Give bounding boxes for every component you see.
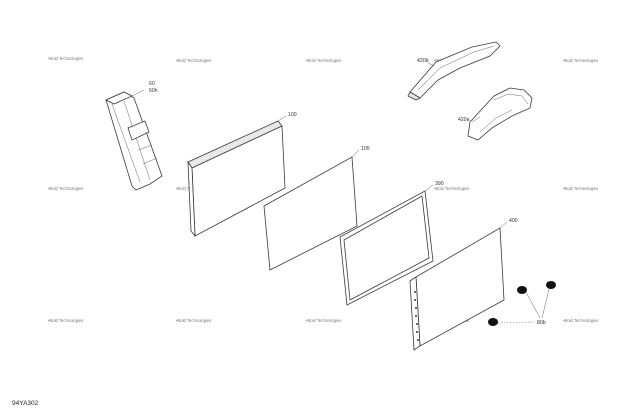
watermark: •Bold Technologies <box>176 318 211 323</box>
watermark: •Bold Technologies <box>48 56 83 61</box>
part-panel-390: 390 <box>339 181 444 306</box>
part-pillar-60: 60 60h <box>105 81 163 191</box>
callout-420a: 420a <box>458 117 470 123</box>
callout-400: 400 <box>509 218 518 224</box>
watermark: •Bold Technologies <box>563 186 598 191</box>
callout-60: 60 <box>149 81 155 87</box>
watermark: •Bold Technologies <box>563 318 598 323</box>
part-plugs-80b: 80b <box>488 281 556 326</box>
part-panel-105: 105 <box>263 146 370 271</box>
watermark: •Bold Technologies <box>176 58 211 63</box>
callout-100: 100 <box>288 112 297 118</box>
watermark: •Bold Technologies <box>48 186 83 191</box>
part-trim-420a: 420a <box>458 87 533 141</box>
part-trim-420b: 420b <box>407 41 501 101</box>
callout-80b: 80b <box>537 320 546 326</box>
plug <box>488 318 498 326</box>
diagram-code: 94YA302 <box>12 400 39 407</box>
callout-390: 390 <box>435 181 444 187</box>
watermark: •Bold Technologies <box>48 318 83 323</box>
watermark: •Bold Technologies <box>306 58 341 63</box>
watermark: •Bold Technologies <box>434 186 469 191</box>
mounting-holes <box>414 291 419 341</box>
part-panel-100: 100 <box>187 112 297 238</box>
callout-60h: 60h <box>149 88 158 94</box>
callout-420b: 420b <box>417 58 429 64</box>
plug <box>546 281 556 289</box>
watermark: •Bold Technologies <box>563 58 598 63</box>
plug <box>517 286 527 294</box>
part-panel-400: 400 <box>409 218 518 351</box>
watermark: •Bold Technologies <box>306 318 341 323</box>
callout-105: 105 <box>361 146 370 152</box>
